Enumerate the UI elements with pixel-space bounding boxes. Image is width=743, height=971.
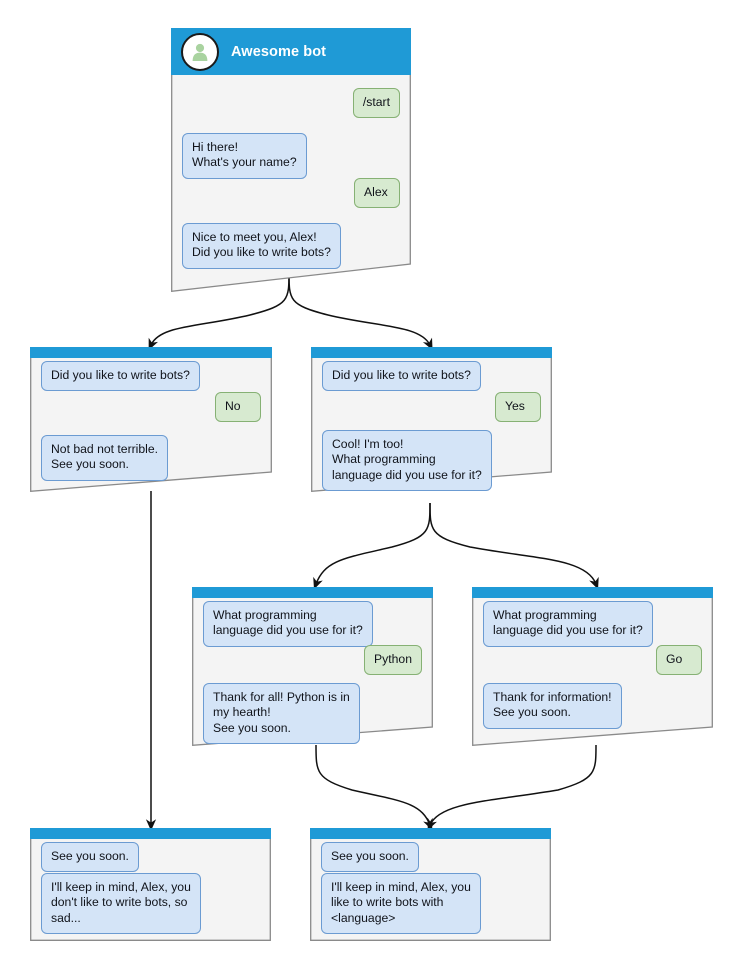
card-header: [472, 587, 713, 598]
user-message-bubble: /start: [352, 88, 400, 119]
chat-card-end-happy[interactable]: See you soon. I'll keep in mind, Alex, y…: [310, 828, 551, 941]
bot-message-bubble: What programming language did you use fo…: [203, 601, 373, 647]
message-row: Python: [364, 645, 422, 676]
card-header-start: Awesome bot: [171, 28, 411, 75]
chat-card-end-sad[interactable]: See you soon. I'll keep in mind, Alex, y…: [30, 828, 271, 941]
message-row: Did you like to write bots?: [41, 361, 200, 392]
bot-message-bubble: What programming language did you use fo…: [483, 601, 653, 647]
message-row: I'll keep in mind, Alex, you don't like …: [41, 873, 201, 935]
message-row: Did you like to write bots?: [322, 361, 481, 392]
bot-message-bubble: Not bad not terrible. See you soon.: [41, 435, 169, 481]
bot-message-bubble: I'll keep in mind, Alex, you like to wri…: [321, 873, 481, 935]
message-row: Thank for all! Python is in my hearth! S…: [203, 683, 360, 745]
bot-message-bubble: See you soon.: [41, 842, 139, 873]
bot-message-bubble: Did you like to write bots?: [41, 361, 200, 392]
card-header: [30, 347, 272, 358]
message-row: Nice to meet you, Alex! Did you like to …: [182, 223, 341, 269]
edge-yes-to-go: [429, 502, 599, 590]
message-row: What programming language did you use fo…: [483, 601, 653, 647]
message-row: No: [215, 392, 261, 423]
message-row: /start: [352, 88, 400, 119]
bot-message-bubble: Nice to meet you, Alex! Did you like to …: [182, 223, 341, 269]
card-header: [310, 828, 551, 839]
bot-message-bubble: Thank for information! See you soon.: [483, 683, 622, 729]
user-message-bubble: Yes: [495, 392, 541, 423]
chat-card-answer-yes[interactable]: Did you like to write bots? Yes Cool! I'…: [311, 347, 552, 492]
user-message-bubble: Go: [656, 645, 702, 676]
avatar: [181, 32, 219, 71]
bot-message-bubble: Hi there! What's your name?: [182, 133, 307, 179]
bot-message-bubble: I'll keep in mind, Alex, you don't like …: [41, 873, 201, 935]
user-message-bubble: No: [215, 392, 261, 423]
message-row: See you soon.: [41, 842, 139, 873]
bot-message-bubble: Thank for all! Python is in my hearth! S…: [203, 683, 360, 745]
bot-title: Awesome bot: [231, 43, 327, 60]
message-row: Alex: [354, 178, 400, 209]
message-row: Thank for information! See you soon.: [483, 683, 622, 729]
bot-message-bubble: See you soon.: [321, 842, 419, 873]
chat-card-lang-go[interactable]: What programming language did you use fo…: [472, 587, 713, 746]
bot-message-bubble: Did you like to write bots?: [322, 361, 481, 392]
user-message-bubble: Python: [364, 645, 422, 676]
edge-yes-to-python: [313, 502, 431, 590]
message-row: Cool! I'm too! What programming language…: [322, 430, 492, 492]
card-header: [192, 587, 433, 598]
card-header: [30, 828, 271, 839]
chat-card-answer-no[interactable]: Did you like to write bots? No Not bad n…: [30, 347, 272, 492]
edge-go-to-end-happy: [427, 744, 597, 831]
user-message-bubble: Alex: [354, 178, 400, 209]
card-header: [311, 347, 552, 358]
message-row: Go: [656, 645, 702, 676]
message-row: What programming language did you use fo…: [203, 601, 373, 647]
message-row: I'll keep in mind, Alex, you like to wri…: [321, 873, 481, 935]
chat-card-lang-python[interactable]: What programming language did you use fo…: [192, 587, 433, 746]
message-row: Yes: [495, 392, 541, 423]
chat-card-start[interactable]: Awesome bot /start Hi there! What's your…: [171, 28, 411, 292]
person-icon: [192, 43, 208, 61]
edge-python-to-end-happy: [315, 744, 433, 831]
bot-message-bubble: Cool! I'm too! What programming language…: [322, 430, 492, 492]
message-row: Not bad not terrible. See you soon.: [41, 435, 169, 481]
message-row: See you soon.: [321, 842, 419, 873]
message-row: Hi there! What's your name?: [182, 133, 307, 179]
